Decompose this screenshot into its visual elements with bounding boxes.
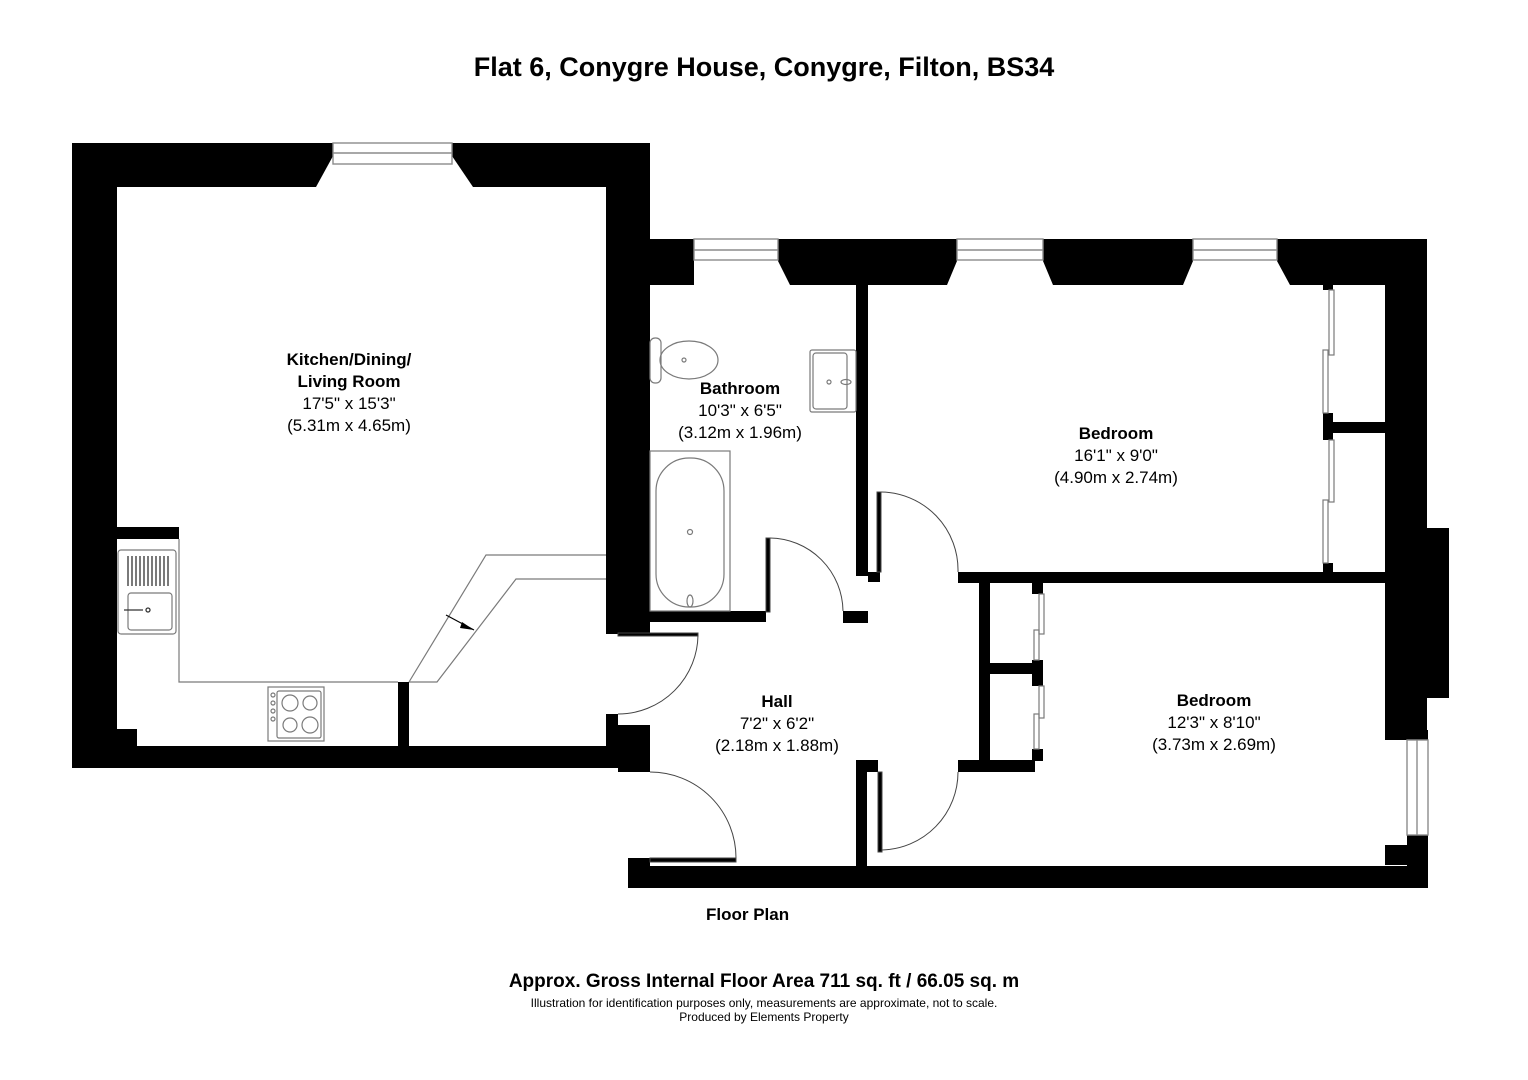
- hall-bedroom2-wall: [856, 760, 867, 868]
- bathroom-bottom-wall: [650, 611, 766, 622]
- room-label-kitchen: Kitchen/Dining/ Living Room 17'5" x 15'3…: [286, 350, 412, 435]
- right-wall: [1385, 285, 1427, 740]
- kitchen-top-wall-right: [452, 143, 650, 187]
- top-wall-between-windows-2: [1043, 239, 1193, 285]
- kitchen-top-wall-left: [72, 143, 333, 187]
- property-title: Flat 6, Conygre House, Conygre, Filton, …: [473, 52, 1055, 82]
- disclaimer: Illustration for identification purposes…: [530, 996, 998, 1010]
- bathroom-bedroom-wall: [856, 280, 868, 576]
- room-label-hall: Hall 7'2" x 6'2" (2.18m x 1.88m): [715, 692, 839, 755]
- gross-area: Approx. Gross Internal Floor Area 711 sq…: [508, 971, 1020, 992]
- kitchen-counter-stub: [117, 527, 179, 539]
- kitchen-bottom-wall: [72, 746, 618, 768]
- room-label-bedroom-2: Bedroom 12'3" x 8'10" (3.73m x 2.69m): [1152, 691, 1276, 754]
- walls: [72, 143, 1449, 888]
- kitchen-left-wall: [72, 143, 117, 768]
- fixtures: [117, 289, 1335, 750]
- wardrobe-wall-top: [958, 572, 990, 583]
- kitchen-partition: [398, 682, 409, 748]
- room-label-bathroom: Bathroom 10'3" x 6'5" (3.12m x 1.96m): [678, 379, 802, 442]
- floor-plan-label: Floor Plan: [706, 905, 790, 924]
- bedroom-divider-wall: [958, 572, 1385, 583]
- wardrobe-wall-vertical: [979, 583, 990, 760]
- bottom-wall: [628, 866, 1428, 888]
- credit: Produced by Elements Property: [679, 1010, 849, 1024]
- room-label-bedroom-1: Bedroom 16'1" x 9'0" (4.90m x 2.74m): [1054, 424, 1178, 487]
- top-wall-between-windows-1: [778, 239, 957, 285]
- kitchen-right-wall: [606, 143, 650, 633]
- chimney-breast: [1427, 528, 1449, 698]
- windows: [332, 142, 1429, 836]
- door-swings: [617, 491, 959, 863]
- kitchen-corner-block: [117, 729, 137, 749]
